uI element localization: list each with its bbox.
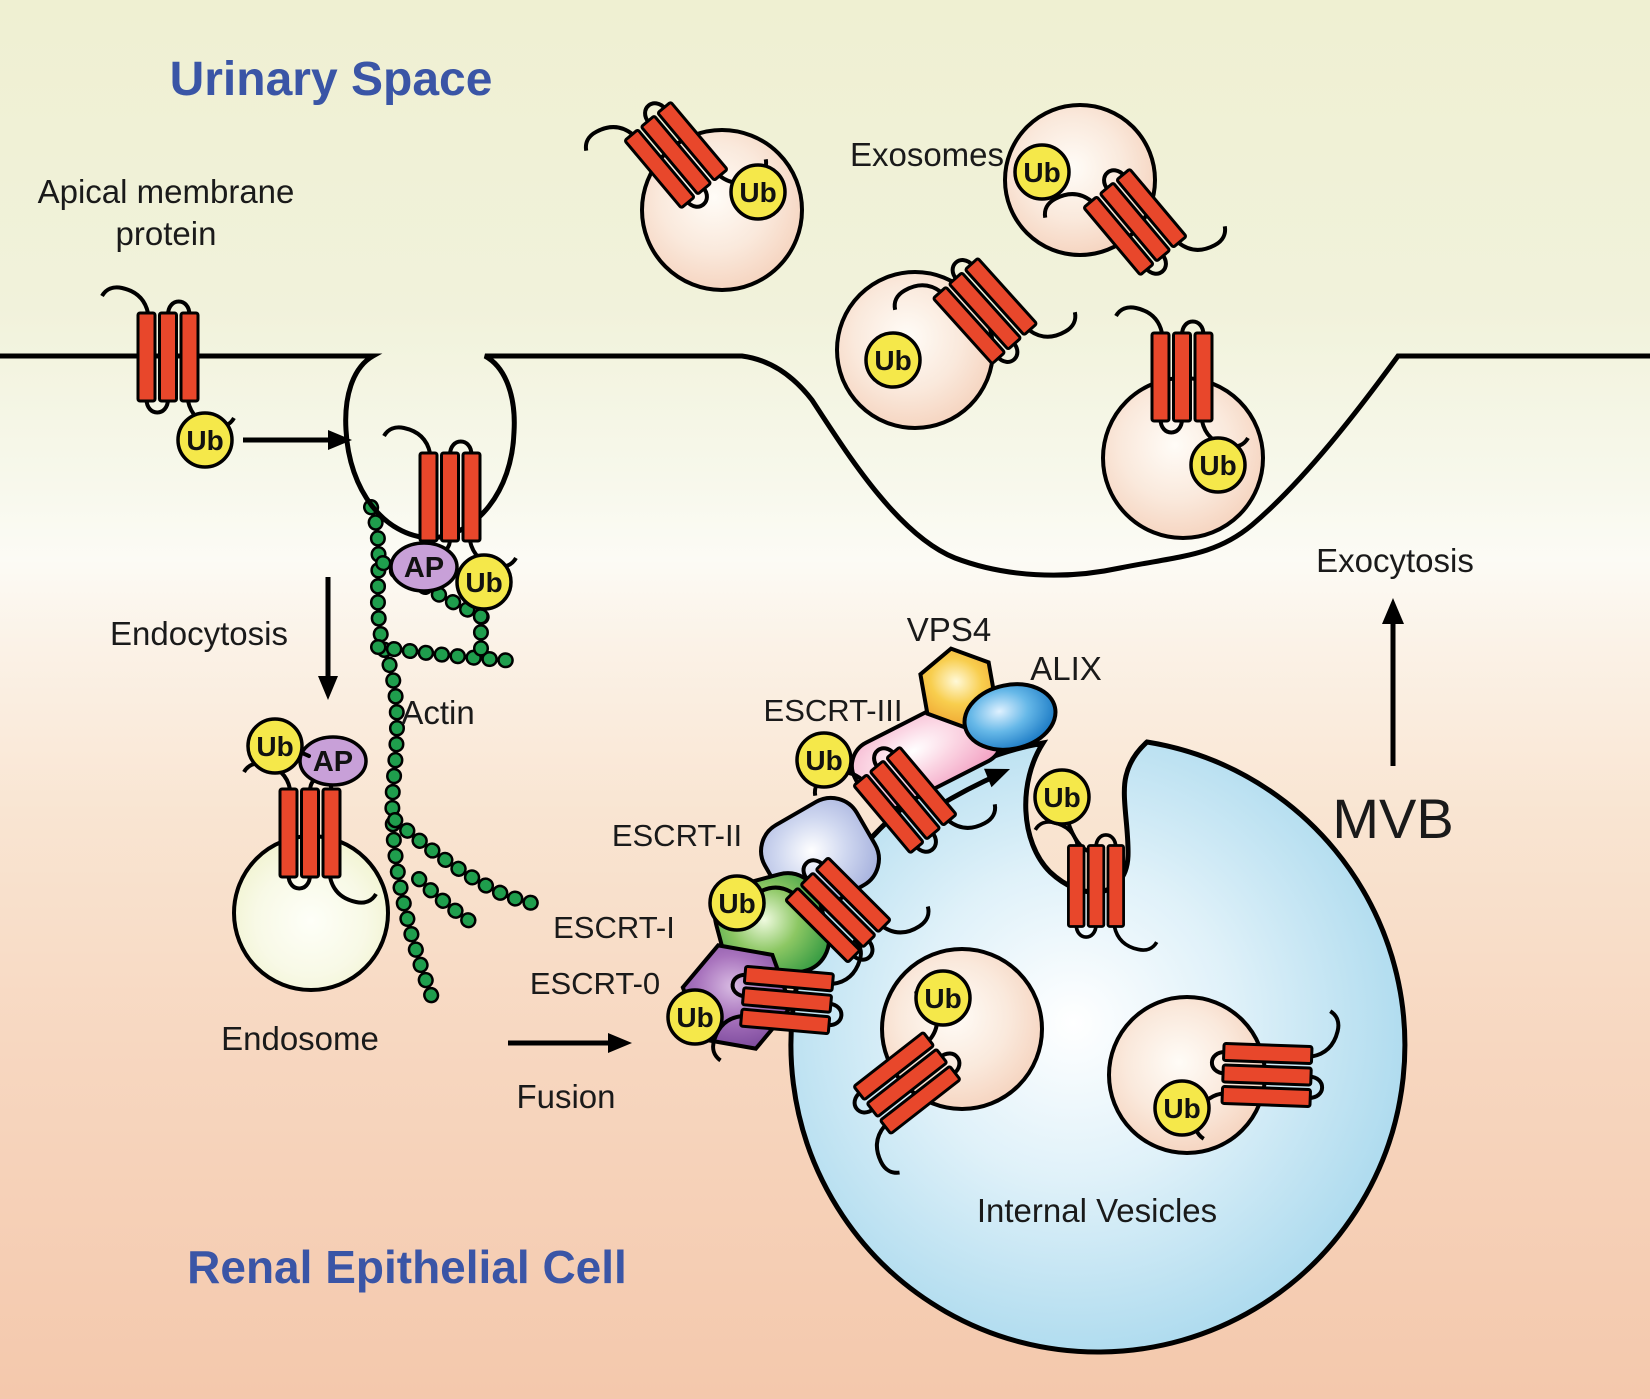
internalization-arrow [243,430,352,450]
ap-badge [298,735,368,787]
internal-vesicle [1107,995,1339,1155]
escrt1-label: ESCRT-I [553,910,675,945]
alix-protein [962,682,1058,752]
ub-badge [914,969,972,1027]
ub-badge [455,553,513,611]
exosome [835,213,1083,430]
internal-vesicle [809,947,1044,1180]
actin-filaments [363,499,540,1008]
ap-badge [389,541,459,593]
ub-badge [864,331,922,389]
actin-branch [370,639,524,669]
mvb-budding-cargo [1033,768,1159,952]
fusion-arrow [508,1033,632,1053]
internal-vesicles-label: Internal Vesicles [977,1192,1217,1229]
plasma-membrane [0,353,1650,578]
endosome-label: Endosome [221,1020,379,1057]
ub-badge [729,163,787,221]
escrt2-label: ESCRT-II [612,818,742,853]
ub-badge [1013,143,1071,201]
mvb-label: MVB [1332,787,1453,850]
ub-badge [1033,768,1091,826]
endocytosis-arrow [318,577,338,700]
exosome [578,57,804,292]
exosome-being-released [1101,305,1265,540]
fusion-label: Fusion [516,1078,615,1115]
alix-label: ALIX [1030,650,1102,687]
renal-epithelial-cell-title: Renal Epithelial Cell [187,1241,627,1293]
exocytosis-arrow [1382,598,1404,766]
actin-branch [387,812,540,911]
ub-badge [176,411,234,469]
endosome [232,717,390,992]
ub-badge [795,731,853,789]
endocytosis-label: Endocytosis [110,615,288,652]
escrt3-label: ESCRT-III [764,693,903,728]
vps4-label: VPS4 [907,611,991,648]
ub-badge [666,988,724,1046]
ub-badge [708,874,766,932]
ub-badge [1189,436,1247,494]
actin-branch [411,871,486,935]
apical-membrane-protein-label2: protein [116,215,217,252]
exosome [1003,103,1233,320]
actin-label: Actin [401,694,474,731]
ub-badge [1153,1079,1211,1137]
escrt0-label: ESCRT-0 [530,966,660,1001]
apical-membrane-protein-label: Apical membrane [38,173,295,210]
actin-filament-main [363,499,441,1008]
exocytosis-label: Exocytosis [1316,542,1474,579]
ub-badge [246,717,304,775]
urinary-space-title: Urinary Space [170,53,493,106]
escrt-machinery [666,646,1058,1074]
exosomes-label: Exosomes [850,136,1004,173]
